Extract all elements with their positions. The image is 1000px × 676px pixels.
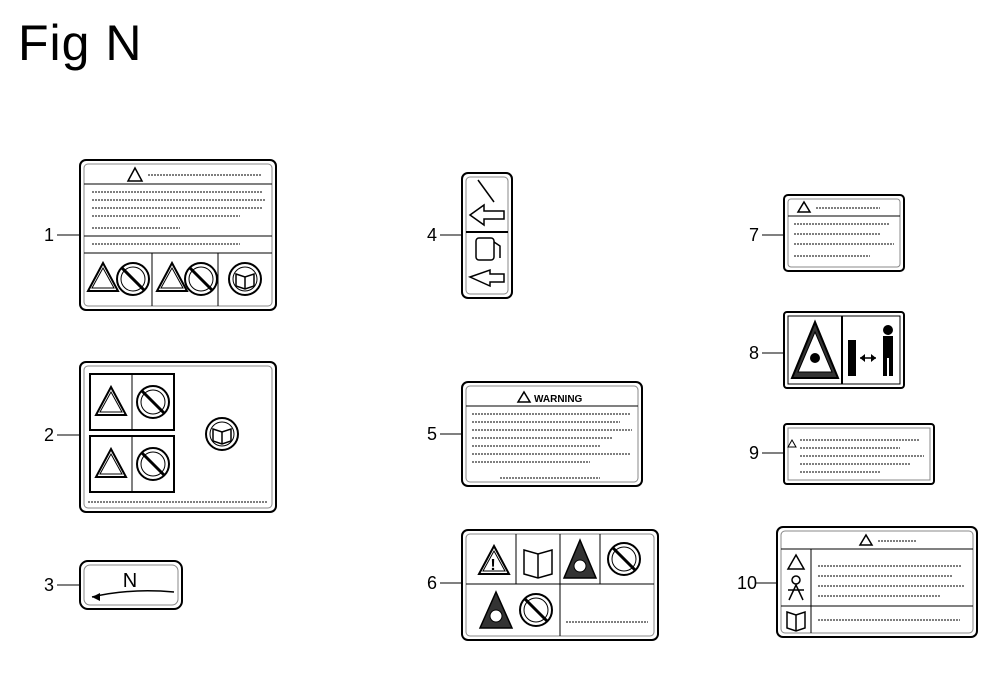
callout-10: 10 bbox=[737, 573, 758, 593]
prohibition-icon bbox=[518, 592, 554, 628]
callout-3: 3 bbox=[44, 575, 55, 595]
figure-title: Fig N bbox=[18, 15, 143, 71]
prohibition-icon bbox=[135, 384, 171, 420]
decal-5: WARNING bbox=[461, 381, 643, 487]
manual-book-icon bbox=[523, 549, 553, 579]
callout-1: 1 bbox=[44, 225, 55, 245]
callout-5: 5 bbox=[427, 424, 438, 444]
decal-4 bbox=[461, 172, 513, 299]
warning-triangle-icon bbox=[95, 386, 127, 416]
rotating-blade-warning-icon bbox=[562, 538, 598, 579]
decal-8 bbox=[783, 311, 905, 389]
neutral-mark: N bbox=[123, 570, 137, 592]
warning-triangle-icon bbox=[87, 262, 119, 292]
warning-triangle-icon bbox=[516, 390, 532, 403]
decal-3: N bbox=[79, 560, 183, 610]
decal-1 bbox=[79, 159, 277, 311]
warning-triangle-icon bbox=[787, 438, 797, 448]
warning-header: WARNING bbox=[534, 394, 583, 405]
hazard-icon bbox=[786, 553, 806, 570]
warning-triangle-icon bbox=[796, 200, 812, 213]
prohibition-icon bbox=[606, 541, 642, 577]
barrier-icon bbox=[848, 340, 856, 376]
decal-2 bbox=[79, 361, 277, 513]
decal-6: ! bbox=[461, 529, 659, 641]
warning-triangle-icon bbox=[156, 262, 188, 292]
leader-lines bbox=[57, 234, 784, 586]
callout-2: 2 bbox=[44, 425, 55, 445]
arrow-left-icon bbox=[92, 593, 100, 601]
prohibition-icon bbox=[183, 261, 219, 297]
callout-4: 4 bbox=[427, 225, 438, 245]
svg-text:!: ! bbox=[490, 557, 495, 574]
lever-icon bbox=[477, 179, 495, 203]
arrow-right-icon bbox=[467, 268, 505, 288]
decal-9 bbox=[783, 423, 935, 485]
warning-triangle-icon bbox=[126, 166, 144, 182]
prohibition-icon bbox=[135, 446, 171, 482]
fuel-pump-icon bbox=[475, 237, 495, 261]
manual-book-icon bbox=[228, 262, 262, 296]
callout-8: 8 bbox=[749, 343, 760, 363]
decal-7 bbox=[783, 194, 905, 272]
callout-9: 9 bbox=[749, 443, 760, 463]
person-hazard-icon bbox=[788, 575, 804, 601]
warning-triangle-icon bbox=[858, 533, 874, 546]
manual-book-icon bbox=[205, 417, 239, 451]
prohibition-icon bbox=[115, 261, 151, 297]
decal-10 bbox=[776, 526, 978, 638]
callout-6: 6 bbox=[427, 573, 438, 593]
person-icon bbox=[883, 325, 893, 376]
arrow-left-icon bbox=[468, 203, 505, 227]
warning-triangle-icon bbox=[95, 448, 127, 478]
manual-book-icon bbox=[786, 610, 806, 632]
callout-7: 7 bbox=[749, 225, 760, 245]
